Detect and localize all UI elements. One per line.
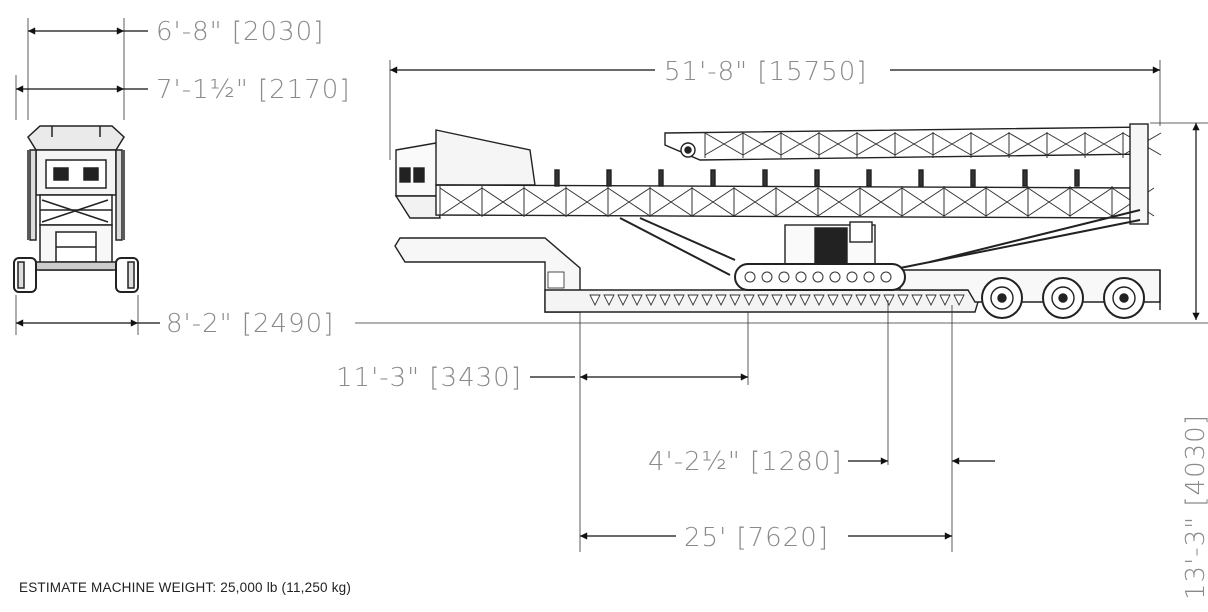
dim-width-overall: 8'-2" [2490]: [166, 309, 334, 339]
dim-kingpin-to-axle: 25' [7620]: [684, 523, 829, 553]
front-extension-lines: [15, 18, 139, 335]
trailer-wheels: [981, 277, 1145, 319]
front-view: [13, 125, 139, 293]
dim-rear-to-kingpin: 11'-3" [3430]: [336, 363, 522, 393]
side-extension-lines: [355, 60, 1208, 552]
upper-truss: [704, 132, 1162, 158]
deck-triangles: [589, 294, 965, 307]
dim-width-track: 7'-1½" [2170]: [156, 75, 351, 105]
conveyor-posts: [554, 169, 1080, 187]
side-view: [394, 123, 1162, 319]
dim-width-top: 6'-8" [2030]: [156, 17, 324, 47]
dim-axle-spread: 4'-2½" [1280]: [648, 447, 843, 477]
side-dimension-lines: [390, 66, 1200, 540]
track-rollers: [744, 271, 892, 283]
lower-truss: [439, 186, 1155, 217]
front-dimension-lines: [16, 27, 160, 327]
dim-height-overall: 13'-3" [4030]: [1181, 414, 1208, 600]
dim-length-overall: 51'-8" [15750]: [664, 57, 867, 87]
machine-weight-note: ESTIMATE MACHINE WEIGHT: 25,000 lb (11,2…: [19, 580, 352, 595]
